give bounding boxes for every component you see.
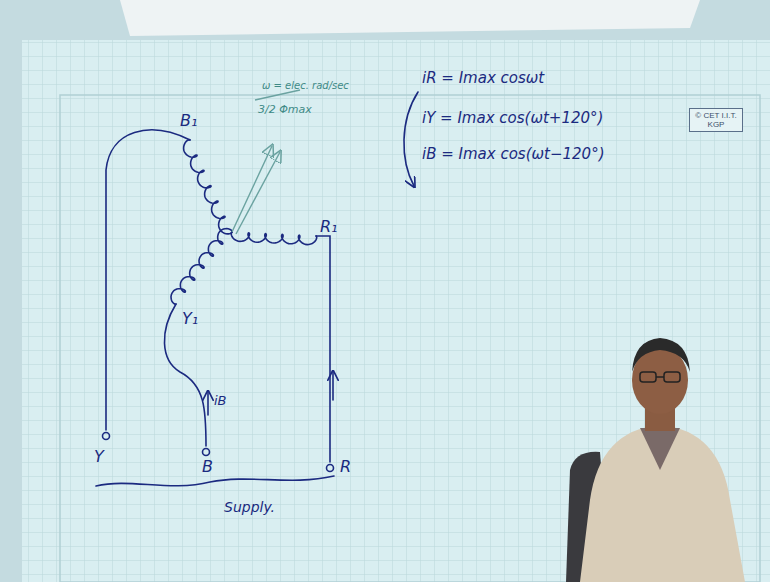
coil-symbol [231, 232, 317, 245]
coil-symbol [171, 229, 232, 305]
field-magnitude: 3/2 Φmax [258, 104, 312, 116]
phase-end-label: B₁ [180, 112, 197, 130]
supply-label: Supply. [224, 500, 275, 515]
current-equation: iR = Imax cosωt [422, 70, 544, 87]
current-equation: iB = Imax cos(ωt−120°) [422, 146, 605, 163]
field-note: ω = elec. rad/sec [262, 80, 349, 91]
logo-box: © CET I.I.T. KGP [689, 108, 743, 132]
terminal-label: Y [94, 448, 104, 466]
terminal-label: B [202, 458, 213, 476]
terminal-label: R [340, 458, 351, 476]
phase-end-label: R₁ [320, 218, 338, 236]
presenter [566, 338, 745, 582]
coil-symbol [184, 140, 232, 234]
current-equation: iY = Imax cos(ωt+120°) [422, 110, 603, 127]
logo-text: © CET I.I.T. KGP [694, 111, 738, 129]
phase-end-label: Y₁ [182, 310, 198, 328]
current-label: iB [214, 394, 227, 408]
